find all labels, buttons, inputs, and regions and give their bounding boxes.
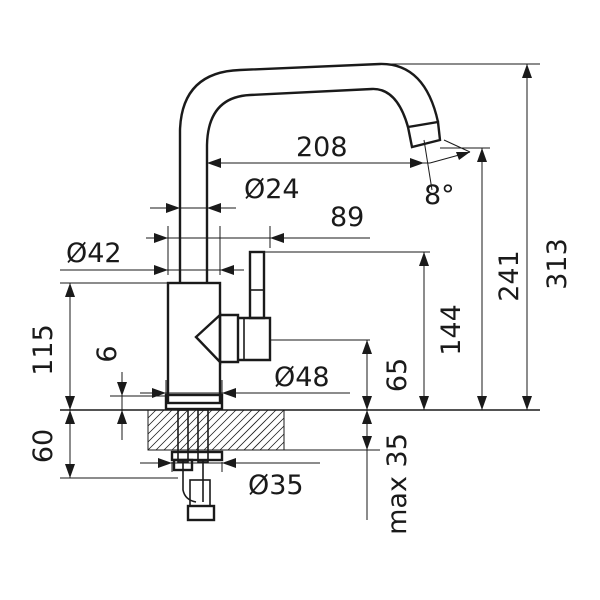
hatch-line (147, 409, 181, 443)
handle-block (238, 316, 272, 362)
label-spout-diameter: Ø24 (244, 174, 300, 205)
lever-rod (248, 250, 266, 320)
spout-outer-line (178, 62, 440, 283)
label-lever-height: 144 (436, 304, 467, 356)
label-spout-angle: 8° (424, 180, 455, 211)
hose-ferrule (189, 479, 211, 507)
label-outlet-height: 241 (494, 250, 525, 302)
hatch-line (155, 409, 197, 451)
hatch-line (147, 409, 165, 427)
hatch-line (227, 409, 269, 451)
handle-hub (220, 313, 240, 364)
hatch-line (243, 409, 285, 451)
label-base-height: 115 (28, 324, 59, 376)
hatch-line (251, 417, 285, 451)
hatch-line (195, 409, 237, 451)
faucet-body (166, 281, 222, 405)
label-shank-length: 60 (28, 429, 59, 463)
deck-hatching (147, 409, 285, 451)
countertop (60, 409, 540, 451)
spout-inner-line (205, 87, 410, 283)
deck-section (147, 409, 285, 451)
hatch-line (147, 409, 157, 419)
label-body-diameter: Ø42 (66, 238, 122, 269)
hatch-line (219, 409, 261, 451)
label-base-diameter: Ø48 (274, 362, 330, 393)
label-max-deck: max 35 (382, 433, 413, 535)
hatch-line (147, 409, 189, 451)
hatch-line (147, 409, 173, 435)
flex-hose-left (182, 460, 197, 503)
label-handle-depth: 89 (330, 202, 364, 233)
label-total-height: 313 (542, 238, 573, 290)
handle-cone (194, 312, 222, 365)
hatch-line (179, 409, 221, 451)
dimension-labels: 208 8° Ø24 89 Ø42 Ø48 Ø35 313 241 144 65… (28, 132, 573, 535)
label-shank-diameter: Ø35 (248, 470, 304, 501)
spout-tip (406, 120, 442, 149)
under-deck-fittings (170, 409, 224, 522)
label-spout-reach: 208 (296, 132, 348, 163)
hatch-line (259, 425, 285, 451)
threaded-stud-right (197, 409, 209, 463)
hatch-line (235, 409, 277, 451)
hatch-line (211, 409, 253, 451)
base-ring (164, 393, 224, 411)
hatch-line (275, 441, 285, 451)
label-handle-mid-height: 65 (382, 358, 413, 392)
hose-nut (186, 504, 216, 522)
mounting-washer (170, 450, 224, 462)
label-base-step: 6 (92, 345, 123, 362)
hatch-line (203, 409, 245, 451)
dimension-lines (60, 64, 532, 520)
reference-lines (60, 63, 540, 479)
faucet-outline (164, 62, 442, 411)
hatch-line (267, 433, 285, 451)
